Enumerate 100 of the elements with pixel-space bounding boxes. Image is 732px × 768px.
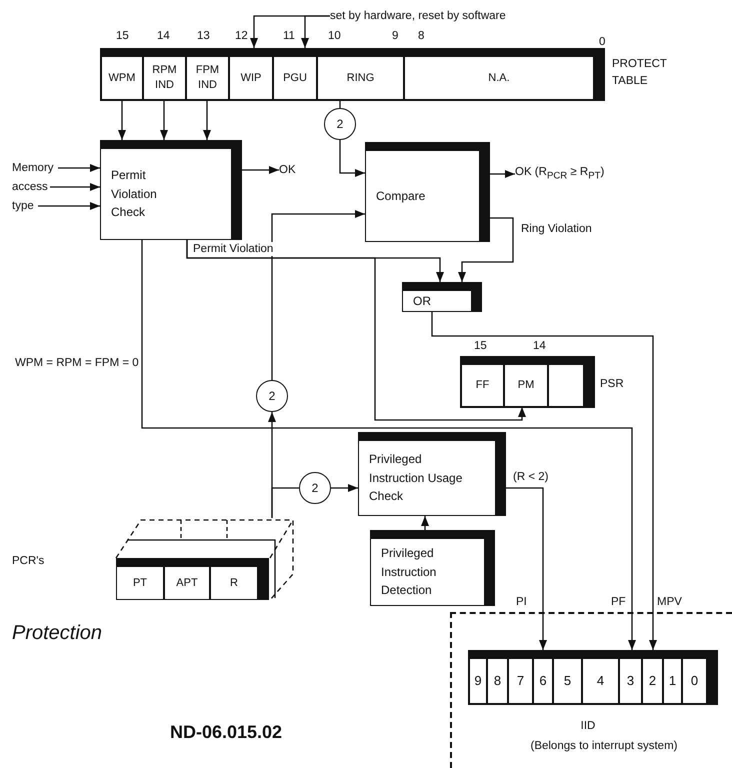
process-box [358,432,506,516]
signal-text: OK (R$_{PCR}$ ≥ R$_{PT}$) [515,164,675,186]
bit-field [642,650,663,704]
arrow [339,140,365,177]
arrow [242,166,279,174]
register-box [100,48,605,101]
signal-name: PI [516,596,527,608]
box-label: Privileged Instruction Usage Check [369,451,464,506]
arrow [58,164,100,172]
bit-number: 11 [283,30,295,42]
signal-name: PF [611,596,626,608]
bit-field [404,48,594,100]
arrow [301,15,330,48]
bit-field [210,558,258,600]
arrow [50,183,100,191]
bit-field [469,650,487,704]
field-label: APT [176,576,198,590]
process-box [402,282,482,312]
bit-field [504,356,548,407]
field-label: 9 [474,672,482,690]
field-label: 1 [668,672,676,690]
signal-text: access [12,179,50,195]
signal-name: PCR's [12,555,44,567]
figure-title: Protection [12,622,102,645]
bit-field [186,48,229,100]
edge-label: Ring Violation [520,222,593,236]
bit-field [164,558,210,600]
bit-field [548,356,584,407]
bit-number: 13 [197,30,210,42]
signal-text: type [12,198,38,214]
edge-label: (R < 2) [512,470,550,484]
field-label: R [230,576,238,590]
process-box [100,140,242,240]
arrow [431,312,657,650]
bit-field [273,48,317,100]
circle-number: 2 [336,117,344,131]
arrow [203,100,211,140]
register-name: IID [580,719,596,734]
bit-number: 14 [533,340,546,352]
arrow [421,516,429,530]
edge-label: Permit Violation [192,242,274,256]
field-label: 0 [690,672,698,690]
register-name: (Belongs to interrupt system) [529,739,678,754]
field-label: N.A. [488,70,510,86]
bit-field [663,650,682,704]
connector-line [271,487,299,518]
bit-field [229,48,273,100]
signal-name: MPV [657,596,682,608]
bit-field [101,48,143,100]
field-label: 8 [494,672,502,690]
bit-number: 15 [116,30,129,42]
bit-field [582,650,619,704]
register-box [460,356,595,408]
bit-field [461,356,504,407]
bit-field [682,650,707,704]
field-label: 7 [516,672,524,690]
arrow [141,240,636,650]
bit-number: 12 [235,30,248,42]
register-box [468,650,718,705]
field-label: RPM IND [151,63,178,93]
bit-field [533,650,553,704]
field-label: WPM [108,70,136,86]
arrow [271,210,365,380]
arrow [118,100,126,140]
bit-field [487,650,508,704]
field-label: PM [518,378,534,393]
bit-field [619,650,642,704]
field-label: PT [132,576,148,590]
circle-number: 2 [268,389,276,403]
bit-number: 0 [599,36,606,48]
bit-number: 14 [157,30,170,42]
document-number: ND-06.015.02 [170,722,282,743]
box-label: Privileged Instruction Detection [381,545,438,600]
bit-field [553,650,582,704]
arrow [38,202,100,210]
field-label: 3 [626,672,634,690]
register-name: PROTECT TABLE [612,57,668,90]
arrow [490,170,515,178]
process-box [365,142,490,242]
bit-field [116,558,164,600]
arrow [160,100,168,140]
process-box [370,530,495,606]
signal-text: Memory [12,160,58,176]
circle-number: 2 [312,481,318,495]
signal-text: OK [279,162,309,178]
field-label: WIP [240,70,262,86]
field-label: PGU [283,70,307,86]
field-label: FPM IND [194,63,220,93]
bit-number: 9 [392,30,398,42]
bit-field [508,650,533,704]
arrow [458,217,514,282]
bit-number: 8 [418,30,424,42]
dashed-boundary [450,612,732,768]
bit-number: 10 [328,30,341,42]
connector-circle [299,472,331,504]
register-name: PSR [600,377,625,392]
bit-number: 15 [474,340,487,352]
field-label: 4 [596,672,604,690]
arrow [186,240,526,421]
box-label: Compare [376,188,426,205]
